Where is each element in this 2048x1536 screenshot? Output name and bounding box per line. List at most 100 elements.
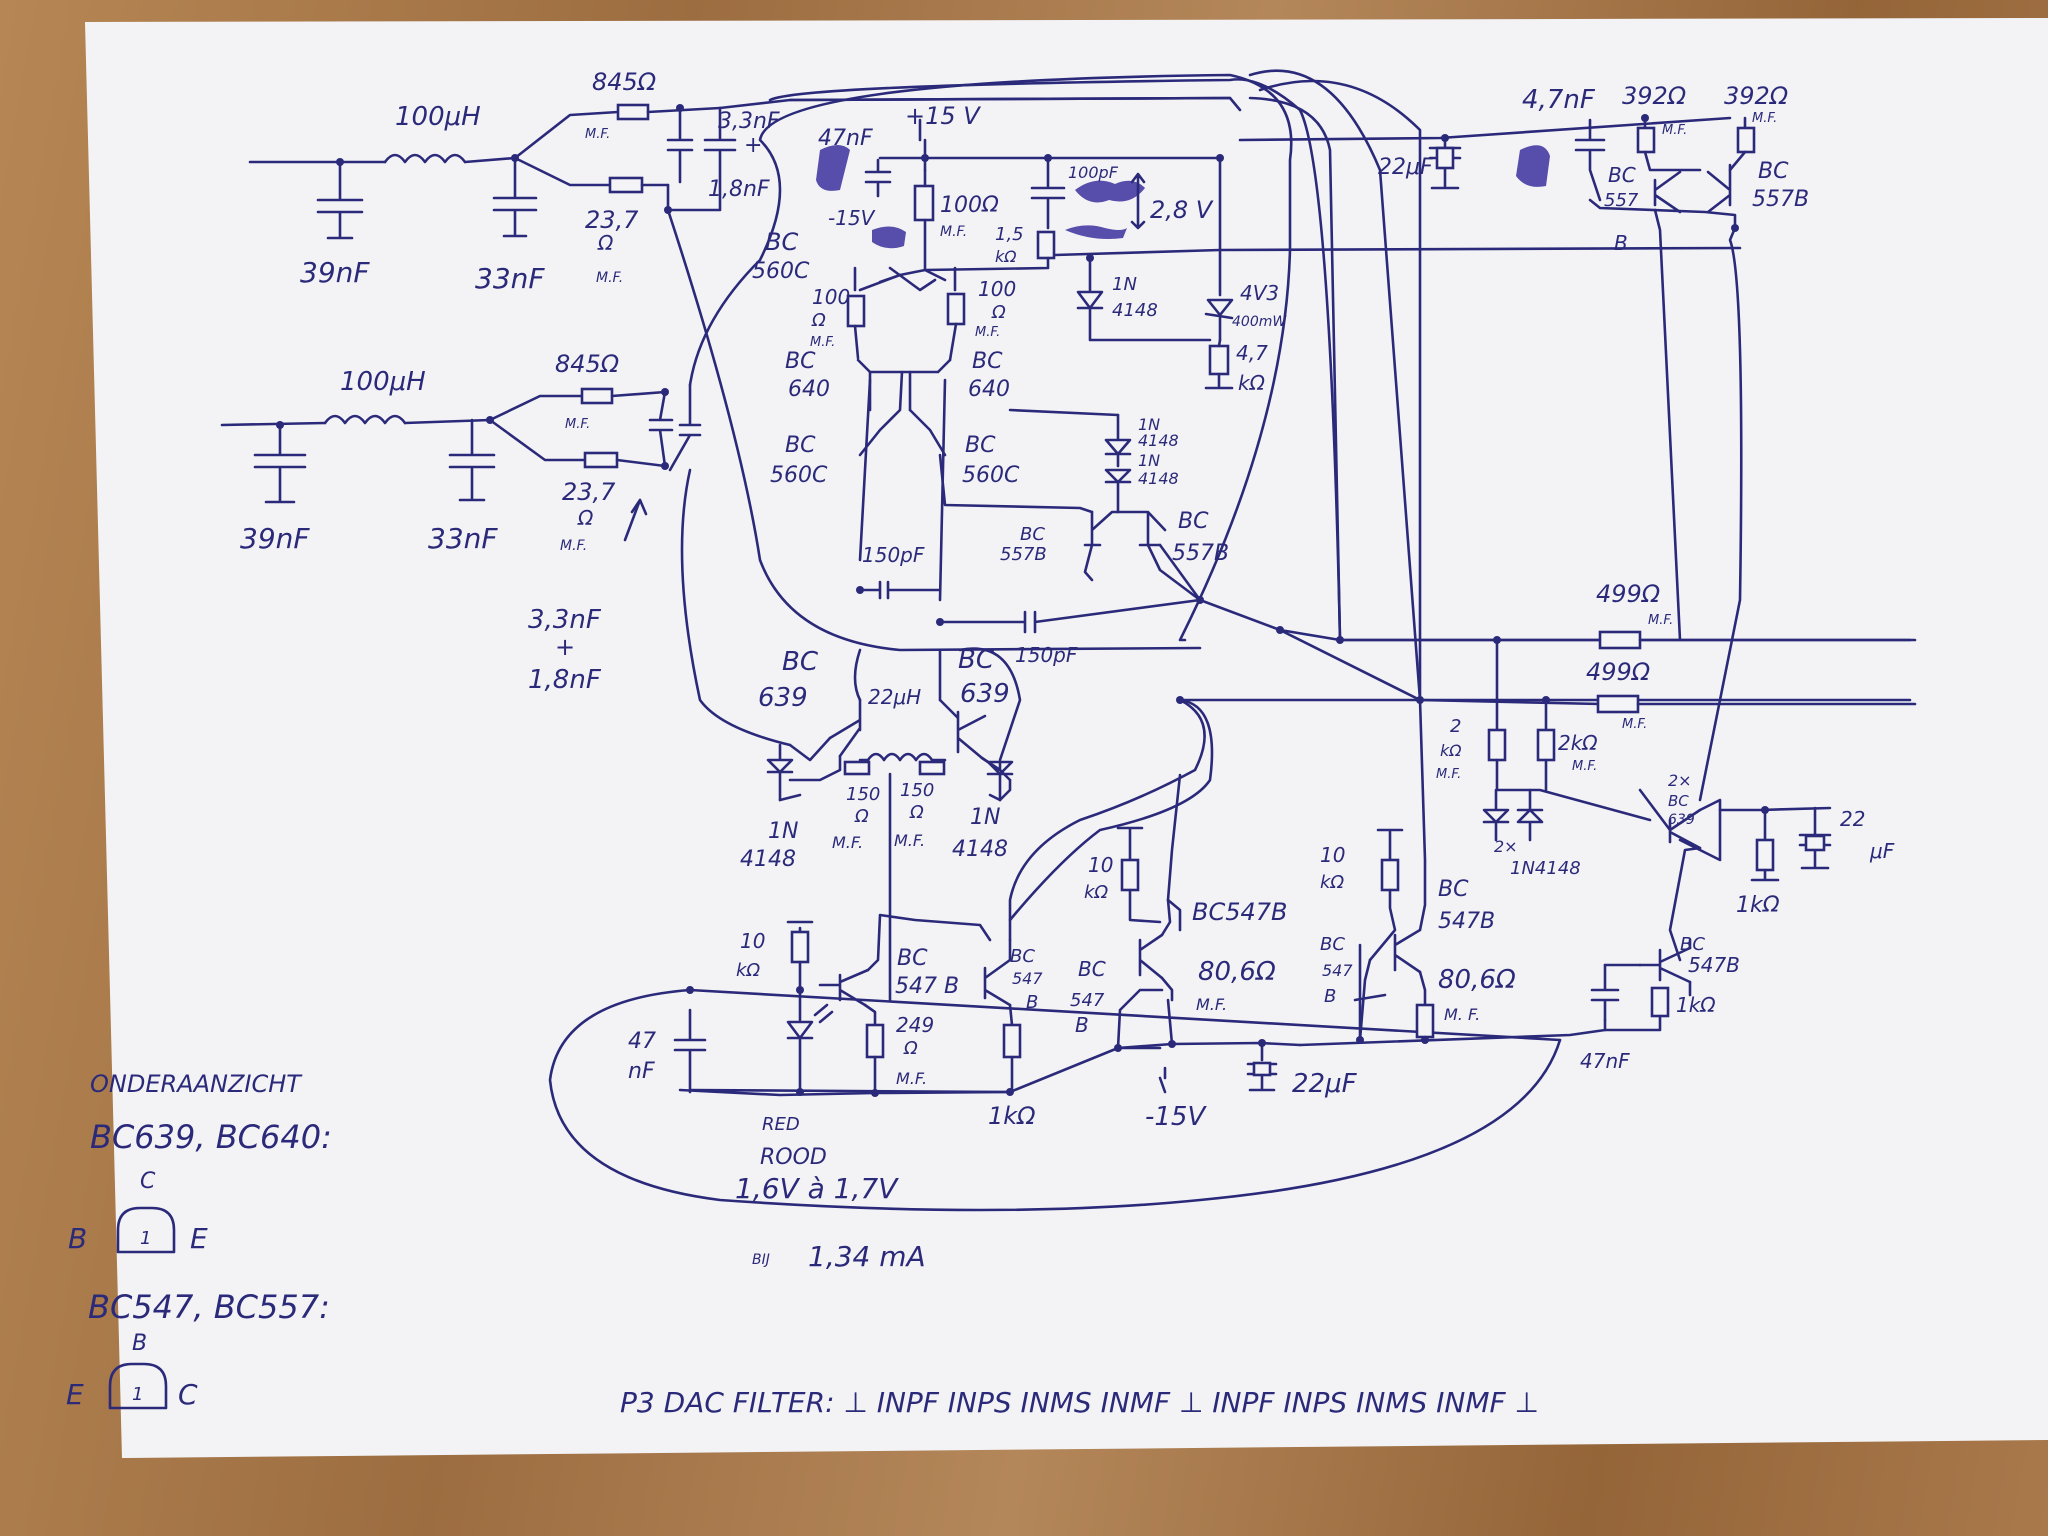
t-bc557b-right-top-num: 557B [1752, 187, 1809, 212]
cap-3n3-label-bottom: 3,3nF [528, 605, 602, 635]
r-80-6-b-note: M. F. [1444, 1005, 1480, 1024]
r-150-a-label: 150 [846, 784, 880, 805]
c-22uF-out-unit: μF [1869, 839, 1895, 863]
r-100-right-note: M.F. [975, 325, 1000, 340]
t-bc547b-e-label: BC [1438, 877, 1469, 902]
t-bc639-right-num: 639 [960, 679, 1010, 709]
t-bc547b-right-label: BC [1680, 934, 1705, 955]
t-bc547b-right-num: 547B [1688, 953, 1740, 977]
r-392b-label: 392Ω [1724, 82, 1789, 110]
cap-39nF-label-bottom: 39nF [240, 522, 310, 555]
r-150-b-note: M.F. [894, 831, 925, 850]
cap-47nF-top-label: 47nF [818, 126, 873, 151]
pkg-bc547-icon [108, 1362, 168, 1410]
pinout-legend: ONDERAANZICHT BC639, BC640: C B 1 E BC54… [66, 1070, 332, 1411]
legend-line1: BC639, BC640: [90, 1118, 332, 1156]
t-bc547b-d-label: BC [1078, 957, 1106, 981]
c-22uF-out-label: 22 [1840, 807, 1865, 831]
t-bc640-left-label: BC [785, 349, 816, 374]
r-249-unit: Ω [903, 1038, 918, 1059]
t-bc560c-label: BC [765, 228, 798, 256]
diode-pair-b-num: 4148 [1138, 469, 1179, 488]
neg15-bottom-label: -15V [1145, 1102, 1207, 1132]
t-2x-bc639-b: BC [1668, 792, 1689, 810]
r-392a-label: 392Ω [1622, 82, 1687, 110]
r-100-right-label: 100 [978, 277, 1016, 301]
diode-top-num: 4148 [1112, 300, 1158, 321]
r-845-label-bottom: 845Ω [555, 350, 620, 378]
bottom-stage: 10 kΩ 47 nF RED ROOD 1,6V à 1,7V BIJ 1,3… [548, 698, 1562, 1273]
r-249-note: M.F. [896, 1069, 927, 1088]
cap-39nF-label-top: 39nF [300, 256, 370, 289]
neg15-top-label: -15V [828, 206, 876, 230]
t-bc557b-left-label: BC [1020, 524, 1045, 545]
r-1k5-label: 1,5 [995, 224, 1024, 245]
input-filter-bottom: 100μH 39nF 33nF 845Ω M.F. 23,7 Ω M.F. 3,… [220, 350, 702, 695]
t-bc557b-right-top-label: BC [1758, 159, 1789, 184]
r-1k-out-label: 1kΩ [1736, 893, 1780, 918]
r-150-a-note: M.F. [832, 833, 863, 852]
r-2k-b-label: 2kΩ [1558, 731, 1598, 755]
r-2k-a-label: 2 [1450, 716, 1461, 737]
current-label: 1,34 mA [808, 1240, 926, 1273]
led-voltage-label: 1,6V à 1,7V [735, 1172, 899, 1205]
r-80-6-note: M.F. [1196, 995, 1227, 1014]
r-100-top-note: M.F. [940, 224, 967, 240]
r-10k-b-unit: kΩ [1084, 882, 1108, 903]
zener-400mW-label: 400mW [1232, 314, 1287, 330]
r-100-left-unit: Ω [811, 310, 826, 331]
t-bc557-left-num: 557 [1604, 190, 1639, 211]
diode-1n-left-label: 1N [768, 819, 798, 844]
r-150-b-unit: Ω [909, 802, 924, 823]
t-bc557b-right-label: BC [1178, 509, 1209, 534]
paper [85, 18, 2048, 1458]
supply-plus15-label: +15 V [905, 102, 981, 130]
r-4k7-unit: kΩ [1238, 371, 1266, 395]
r-150-a-unit: Ω [854, 806, 869, 827]
t-bc639-left-label: BC [782, 647, 819, 677]
c-100pF-label: 100pF [1068, 163, 1119, 182]
pkg-bc639-icon [116, 1206, 176, 1254]
t-bc639-left-num: 639 [758, 683, 808, 713]
r-2k-a-unit: kΩ [1440, 741, 1462, 760]
r-23-7-note-bottom: M.F. [560, 538, 587, 554]
diodes-2x-label: 2× [1494, 837, 1518, 856]
t-bc557b-left-num: 557B [1000, 544, 1047, 565]
r-10k-c-label: 10 [1320, 843, 1345, 867]
led-red-label: RED [762, 1114, 800, 1135]
c-22uF-bottom-label: 22μF [1292, 1069, 1358, 1099]
r-10k-b-label: 10 [1088, 853, 1113, 877]
r-499b-note: M.F. [1622, 717, 1647, 732]
t-bc547b-d-1: 547 [1070, 990, 1105, 1011]
r-23-7-label-top: 23,7 [585, 206, 639, 234]
r-23-7-note-top: M.F. [596, 270, 623, 286]
r-249-label: 249 [896, 1013, 934, 1037]
legend-title: ONDERAANZICHT [90, 1070, 303, 1098]
r-150-b-label: 150 [900, 780, 934, 801]
r-1k5-unit: kΩ [995, 247, 1017, 266]
footer-dac-filter: P3 DAC FILTER: ⊥ INPF INPS INMS INMF ⊥ I… [620, 1386, 1539, 1419]
diode-pair-a-label: 1N [1138, 415, 1160, 434]
r-23-7-unit-top: Ω [597, 231, 614, 255]
r-100-left-label: 100 [812, 285, 850, 309]
diodes-2x-type: 1N4148 [1510, 858, 1581, 879]
diode-pair-b-label: 1N [1138, 451, 1160, 470]
t-bc640-left-num: 640 [788, 377, 830, 402]
r-845-note-bottom: M.F. [565, 417, 590, 432]
c-4n7-label: 4,7nF [1522, 85, 1596, 115]
input-filter-top: 100μH 39nF 33nF 845Ω M.F. 23,7 Ω M.F. 3,… [248, 68, 780, 295]
legend-pkg-mark-2: 1 [132, 1384, 143, 1405]
r-2k-b-note: M.F. [1572, 759, 1597, 774]
t-bc547b-f-label: BC [1320, 934, 1345, 955]
cap-plus-top: + [744, 133, 762, 158]
c-47nF-right-label: 47nF [1580, 1049, 1630, 1073]
inductor-label-bottom: 100μH [340, 367, 426, 397]
l-22uH-label: 22μH [868, 685, 921, 709]
legend-pin-e-right: E [190, 1222, 208, 1255]
top-amp-stage: +15 V 47nF -15V 100Ω M.F. 100pF 2,8 V 1,… [718, 96, 1912, 667]
r-499b-label: 499Ω [1586, 658, 1651, 686]
r-100-right-unit: Ω [991, 302, 1006, 323]
t-bc560-left-label: BC [785, 433, 816, 458]
cap-1n8-label-bottom: 1,8nF [528, 665, 602, 695]
